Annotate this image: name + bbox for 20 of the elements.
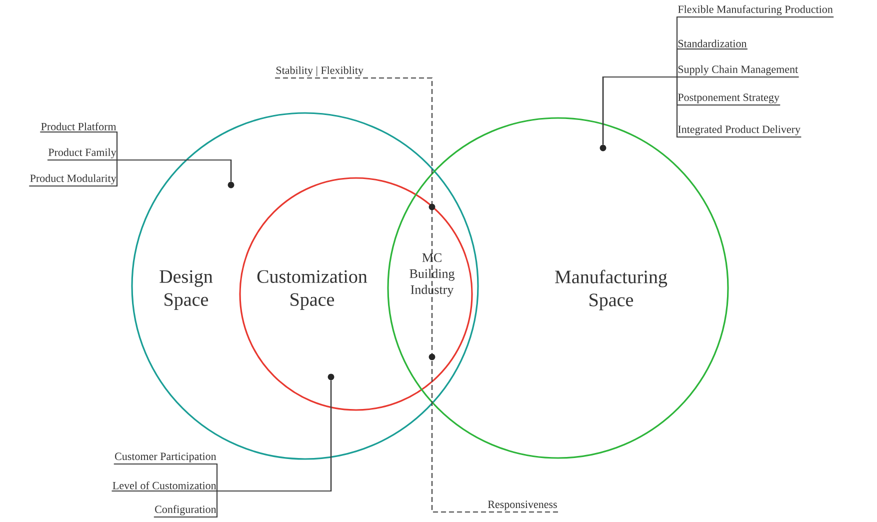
leader-line (29, 159, 232, 187)
bracket-line (275, 77, 558, 513)
list-item: Postponement Strategy (678, 94, 780, 104)
circle-label: Design Space (160, 270, 213, 310)
list-item: Standardization (678, 40, 747, 48)
list-item: Customer Participation (115, 452, 216, 462)
list-item: Supply Chain Management (678, 65, 798, 76)
list-item: Flexible Manufacturing Production (678, 5, 833, 16)
list-item: Integrated Product Delivery (678, 125, 800, 136)
list-item: Product Modularity (30, 174, 116, 184)
region-label: MC Building Industry (410, 253, 455, 297)
list-item: Responsiveness (488, 500, 557, 510)
circle-label: Manufacturing Space (555, 270, 668, 310)
circle-label: Customization Space (257, 270, 368, 310)
list-item: Stability | Flexiblity (276, 66, 364, 76)
list-item: Product Family (48, 148, 116, 158)
leader-line (154, 380, 332, 518)
list-item: Configuration (155, 505, 216, 516)
list-item: Level of Customization (112, 481, 216, 490)
list-item: Product Platform (41, 122, 116, 130)
